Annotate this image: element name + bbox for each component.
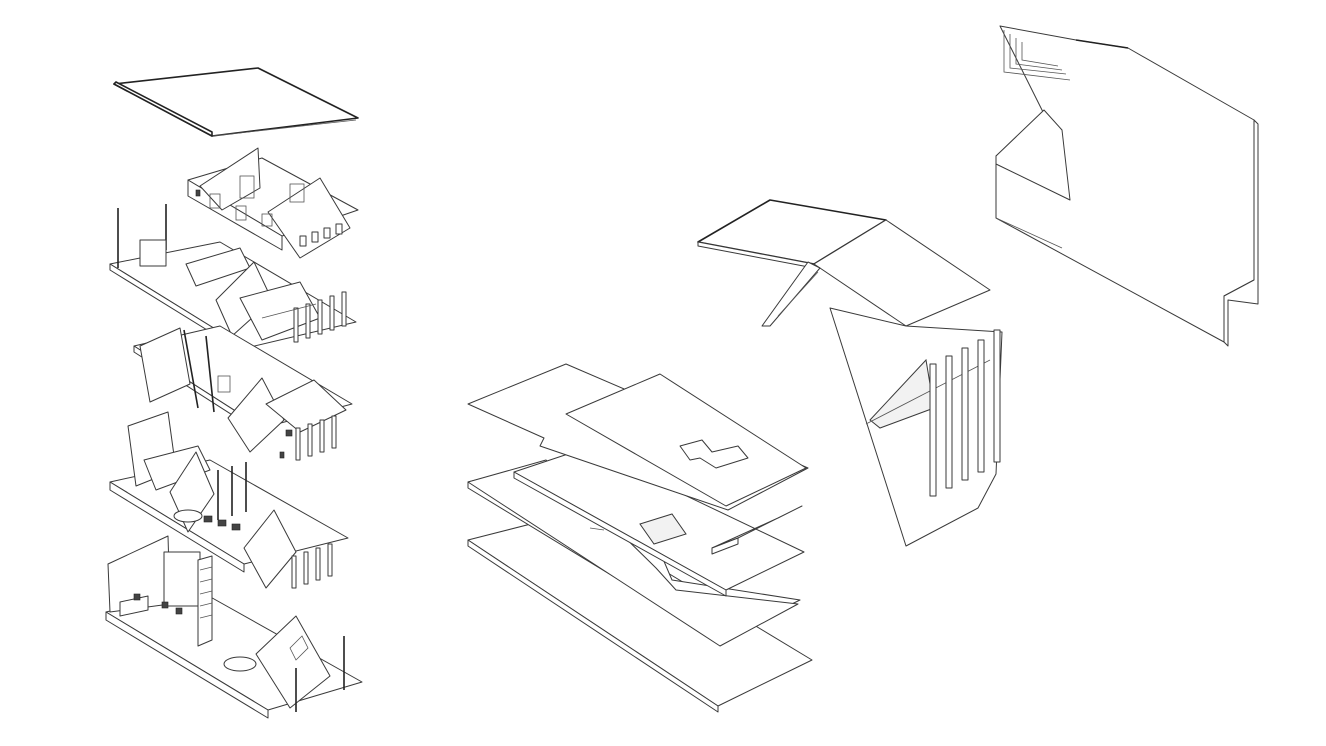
slab-level-2 <box>467 459 801 647</box>
roof-plate <box>113 67 359 137</box>
fin-row <box>295 415 337 461</box>
floor-level-5 <box>187 147 359 259</box>
stacked-floor-slabs <box>467 363 813 713</box>
fin-row <box>293 291 347 343</box>
folded-envelope-with-fins <box>697 199 1003 547</box>
slab-top <box>467 363 809 511</box>
floor-level-1 <box>105 535 363 719</box>
front-face <box>829 307 1003 547</box>
exploded-floors-axonometric <box>105 67 363 719</box>
slab-strip <box>711 505 803 555</box>
fin-row <box>291 543 333 589</box>
step-lines <box>1003 30 1129 81</box>
stepped-side-wall <box>995 25 1259 347</box>
floor-level-3 <box>133 325 353 461</box>
diagonal-wall <box>761 261 821 327</box>
fin-row <box>929 329 1001 497</box>
roof-fold <box>697 199 991 327</box>
floor-level-2 <box>109 411 349 589</box>
slab-level-3 <box>513 447 805 597</box>
window-row <box>299 223 343 247</box>
